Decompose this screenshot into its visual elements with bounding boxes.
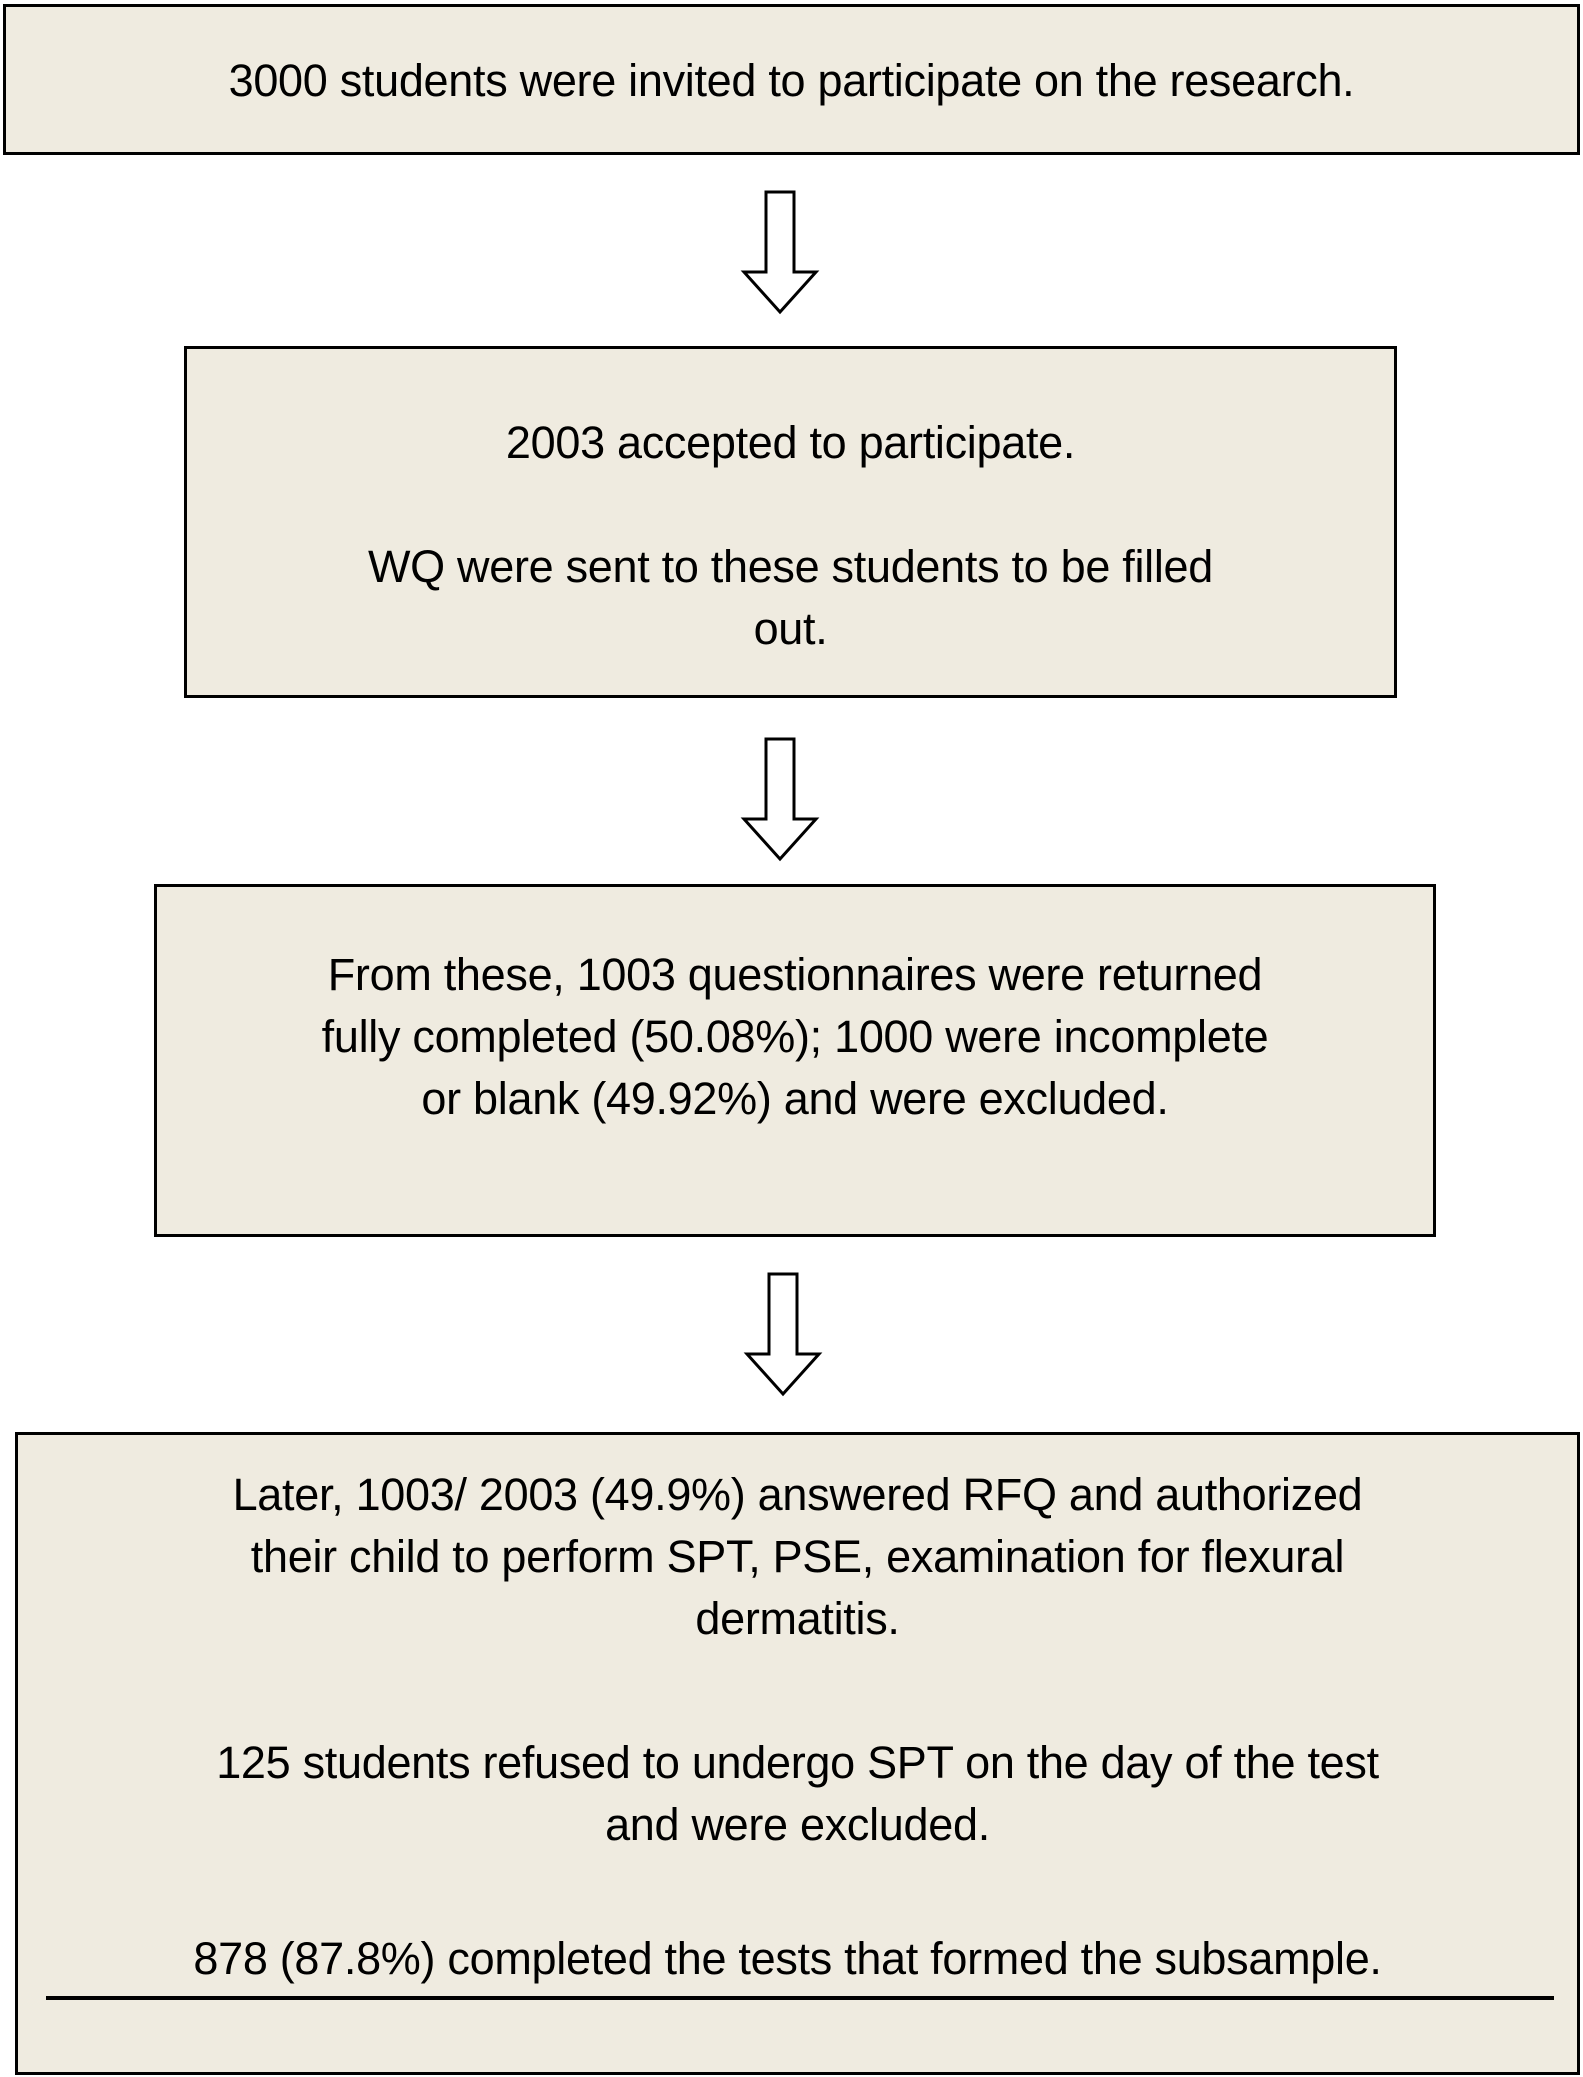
- box-text: From these, 1003 questionnaires were ret…: [327, 949, 1263, 1000]
- box-subsample: Later, 1003/ 2003 (49.9%) answered RFQ a…: [15, 1432, 1580, 2075]
- box-text: out.: [753, 603, 828, 654]
- box-text: and were excluded.: [605, 1799, 990, 1850]
- box-text: 2003 accepted to participate.: [505, 417, 1076, 468]
- box-invited: 3000 students were invited to participat…: [3, 4, 1580, 155]
- down-arrow-icon: [743, 1272, 823, 1397]
- box-text: dermatitis.: [695, 1593, 900, 1644]
- box-text: 3000 students were invited to participat…: [228, 55, 1355, 106]
- box-text: WQ were sent to these students to be fil…: [367, 541, 1214, 592]
- box-accepted: 2003 accepted to participate. WQ were se…: [184, 346, 1397, 698]
- box-text: Later, 1003/ 2003 (49.9%) answered RFQ a…: [232, 1469, 1363, 1520]
- box-returned: From these, 1003 questionnaires were ret…: [154, 884, 1436, 1237]
- box-text: their child to perform SPT, PSE, examina…: [250, 1531, 1345, 1582]
- down-arrow-icon: [740, 737, 820, 862]
- box-text: or blank (49.92%) and were excluded.: [421, 1073, 1169, 1124]
- down-arrow-icon: [740, 190, 820, 315]
- box-text: fully completed (50.08%); 1000 were inco…: [321, 1011, 1269, 1062]
- divider: [46, 1996, 1554, 2000]
- box-text: 878 (87.8%) completed the tests that for…: [193, 1933, 1382, 1984]
- box-text: 125 students refused to undergo SPT on t…: [216, 1737, 1379, 1788]
